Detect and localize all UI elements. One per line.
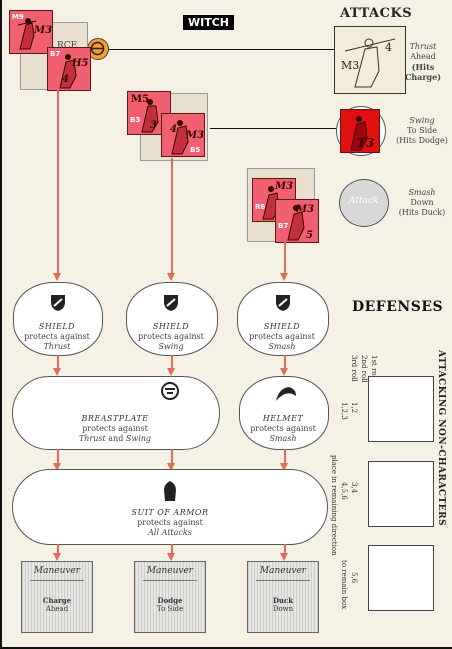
roll-label-3: 3rd roll [350, 355, 358, 382]
swing-attack-text: Swing To Side (Hits Dodge) [396, 116, 448, 145]
arrow-down-icon [280, 273, 288, 281]
swing-line [210, 128, 340, 129]
breastplate-oval[interactable] [12, 376, 220, 450]
roll-values-2: 1,2,3 [340, 402, 348, 420]
breastplate-text: BREASTPLATE protects against Thrust and … [78, 414, 152, 443]
witch-figure-icon [350, 116, 368, 151]
roll-values-5: 5,6 [350, 572, 358, 584]
connector-line [171, 544, 173, 556]
witch-figure-icon [141, 99, 159, 133]
swing-attack-counter[interactable]: T3 [340, 109, 380, 153]
place-direction-label: place in remaining direction [330, 455, 338, 556]
thrust-attack-counter[interactable]: M3 4 [334, 26, 406, 94]
connector-line [284, 544, 286, 556]
witch-counter-2[interactable]: B7 H5 4 [47, 47, 91, 91]
connector-line [284, 242, 286, 275]
witch-counter-6[interactable]: M3 B7 5 [275, 199, 319, 243]
witch-figure-icon [344, 38, 396, 88]
roll-values-1: 1,2 [350, 402, 358, 414]
roll-values-3: 3,4 [350, 482, 358, 494]
arrow-down-icon [167, 368, 175, 376]
shield-swing-text: SHIELD protects against Swing [138, 322, 204, 351]
arrow-down-icon [53, 368, 61, 376]
smash-attack-circle[interactable]: Attack [339, 179, 389, 227]
shield-smash-circle[interactable] [237, 282, 329, 356]
connector-line [57, 449, 59, 465]
connector-line [57, 90, 59, 275]
charge-marker-icon[interactable] [87, 38, 109, 60]
shield-smash-text: SHIELD protects against Smash [249, 322, 315, 351]
arrow-down-icon [53, 273, 61, 281]
shield-icon [51, 295, 65, 311]
arrow-down-icon [167, 553, 175, 561]
witch-figure-icon [287, 205, 305, 241]
helmet-icon [276, 387, 296, 401]
shield-thrust-text: SHIELD protects against Thrust [24, 322, 90, 351]
remain-box-label: to remain box [340, 560, 348, 610]
witch-figure-icon [17, 18, 37, 50]
thrust-line [100, 49, 334, 50]
witch-label: WITCH [183, 15, 235, 30]
smash-attack-text: Smash Down (Hits Duck) [398, 188, 446, 217]
roll-values-4: 4,5,6 [340, 482, 348, 500]
connector-line [171, 158, 173, 275]
connector-line [284, 449, 286, 465]
witch-figure-icon [171, 120, 189, 155]
arrow-down-icon [280, 463, 288, 471]
defenses-title: DEFENSES [352, 299, 444, 315]
witch-counter-4[interactable]: M3 B5 4 [161, 113, 205, 157]
thrust-attack-text: Thrust Ahead (Hits Charge) [404, 42, 442, 82]
witch-counter-1[interactable]: M9 M3 [9, 10, 53, 54]
underlay-text: RCE [57, 41, 78, 51]
roll-label-1: 1st roll [370, 355, 378, 381]
attacks-title: ATTACKS [340, 6, 413, 21]
arrow-down-icon [167, 273, 175, 281]
arrow-down-icon [280, 368, 288, 376]
helmet-circle[interactable] [239, 376, 329, 450]
left-edge [0, 0, 2, 649]
shield-icon [164, 295, 178, 311]
connector-line [171, 355, 173, 370]
connector-line [171, 449, 173, 465]
roll-label-2: 2nd roll [360, 355, 368, 383]
connector-line [57, 355, 59, 370]
bottom-edge [0, 647, 452, 649]
shield-swing-circle[interactable] [126, 282, 218, 356]
suit-of-armor-icon [164, 481, 176, 501]
side-panel-title: ATTACKING NON-CHARACTERS [436, 350, 446, 527]
breastplate-icon [161, 382, 179, 400]
non-character-slot-2[interactable] [368, 461, 434, 527]
connector-line [284, 355, 286, 370]
arrow-down-icon [53, 553, 61, 561]
arrow-down-icon [280, 553, 288, 561]
arrow-down-icon [53, 463, 61, 471]
arrow-down-icon [167, 463, 175, 471]
non-character-slot-3[interactable] [368, 545, 434, 611]
suit-of-armor-text: SUIT OF ARMOR protects against All Attac… [131, 508, 209, 537]
witch-figure-icon [59, 54, 77, 89]
connector-line [57, 544, 59, 556]
shield-icon [276, 295, 290, 311]
non-character-slot-1[interactable] [368, 376, 434, 442]
helmet-text: HELMET protects against Smash [250, 414, 316, 443]
